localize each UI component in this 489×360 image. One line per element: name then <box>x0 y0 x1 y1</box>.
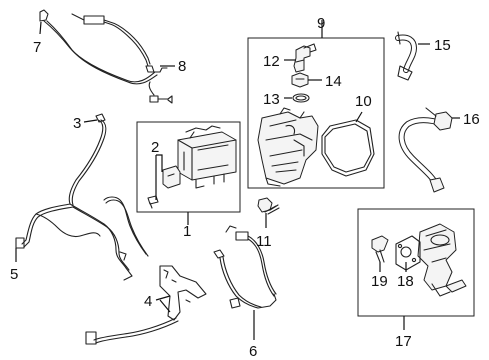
gasket-10 <box>321 119 375 177</box>
callout-3: 3 <box>73 115 81 132</box>
callout-labels: 7 8 3 5 4 6 1 2 11 9 12 14 13 10 15 16 1… <box>10 15 480 360</box>
callout-9: 9 <box>317 15 325 32</box>
callout-11: 11 <box>256 233 272 250</box>
group-box-9 <box>247 37 385 189</box>
egr-valve-assembly-9 <box>257 107 319 187</box>
connector-19 <box>371 235 389 263</box>
tube-assembly-3-5 <box>15 113 149 281</box>
callout-18: 18 <box>397 273 414 290</box>
leader-7 <box>39 21 42 35</box>
callout-14: 14 <box>325 73 342 90</box>
leader-lines <box>15 20 460 340</box>
callout-6: 6 <box>249 343 257 360</box>
tube-bracket-4-6 <box>85 225 277 345</box>
leader-4b <box>159 299 171 313</box>
leader-3 <box>83 119 98 123</box>
curved-tube-16 <box>398 107 453 193</box>
callout-13: 13 <box>263 91 280 108</box>
callout-7: 7 <box>33 39 41 56</box>
vapor-canister-1 <box>177 125 237 189</box>
callout-2: 2 <box>151 139 159 156</box>
leader-10 <box>355 111 363 123</box>
fitting-12 <box>293 43 317 73</box>
group-box-17 <box>357 208 475 317</box>
callout-10: 10 <box>355 93 372 110</box>
callout-17: 17 <box>395 333 412 350</box>
nut-14 <box>291 72 309 88</box>
callout-15: 15 <box>434 37 451 54</box>
callout-12: 12 <box>263 53 280 70</box>
gasket-18 <box>395 235 421 271</box>
callout-8: 8 <box>178 58 186 75</box>
bolt-11 <box>257 197 280 215</box>
callout-4: 4 <box>144 293 152 310</box>
o-ring-13 <box>292 93 310 103</box>
egr-valve-17 <box>417 223 467 297</box>
callout-5: 5 <box>10 266 18 283</box>
leader-2a <box>156 154 163 172</box>
leader-4a <box>155 295 171 301</box>
callout-16: 16 <box>463 111 480 128</box>
callout-19: 19 <box>371 273 388 290</box>
sensor-wire-7-8 <box>39 9 173 104</box>
hose-15 <box>395 31 417 81</box>
callout-1: 1 <box>183 223 191 240</box>
purge-valve-2 <box>147 165 181 209</box>
